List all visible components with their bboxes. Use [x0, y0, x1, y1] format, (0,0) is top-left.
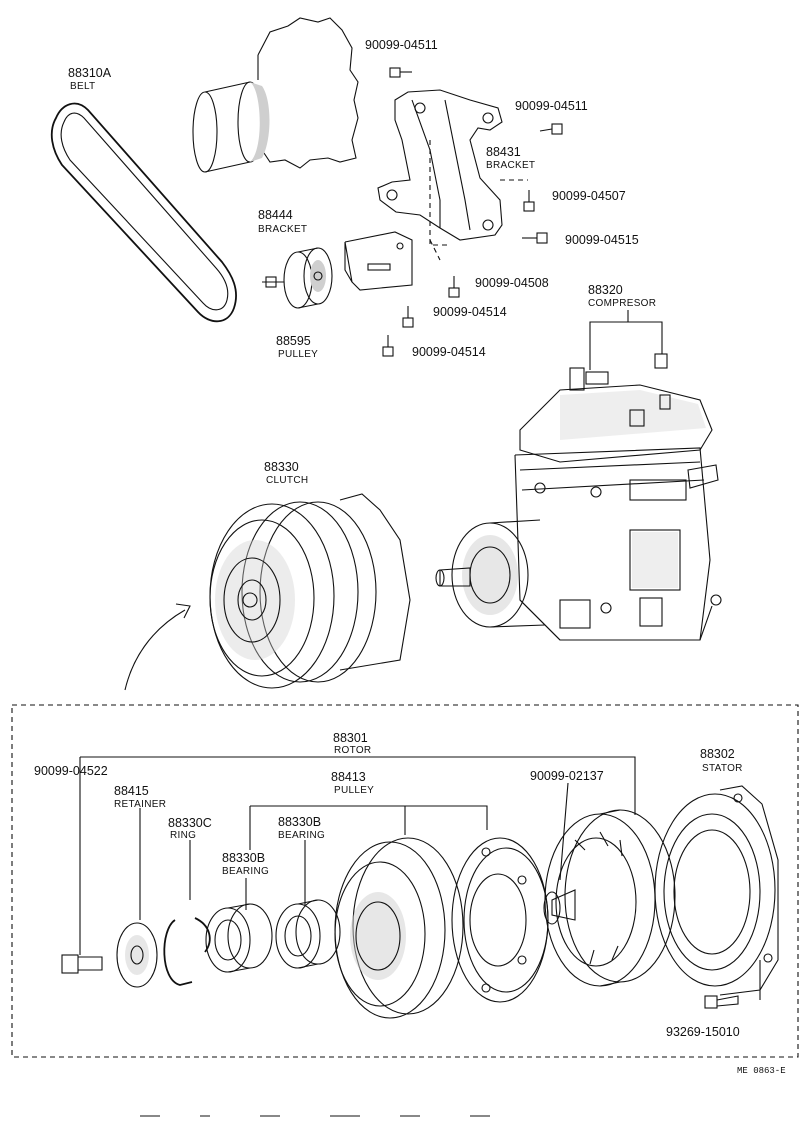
bolt-icon-g: [382, 335, 394, 357]
bracket-small-part-name: BRACKET: [258, 224, 307, 235]
stator-88302: [654, 785, 779, 996]
bracket-small-part-no: 88444: [258, 208, 293, 222]
retainer-part-name: RETAINER: [114, 799, 166, 810]
bolt-c-label: 90099-04507: [552, 189, 626, 203]
bolt-g-label: 90099-04514: [412, 345, 486, 359]
engine-block-outline: [257, 17, 359, 169]
bearing-a-part-name: BEARING: [278, 830, 325, 841]
bolt-icon-c: [523, 190, 535, 212]
compressor-part-name: COMPRESOR: [588, 298, 656, 309]
retainer-part-no: 88415: [114, 784, 149, 798]
bracket-top-part-no: 88431: [486, 145, 521, 159]
bolt-d-label: 90099-04515: [565, 233, 639, 247]
arrow-icon: [124, 603, 191, 691]
bracket-88431: [377, 89, 528, 261]
stator-part-name: STATOR: [702, 763, 743, 774]
drawing-code: ME 0863-E: [737, 1066, 786, 1076]
bolt-b-label: 90099-04511: [515, 99, 588, 113]
belt-part-name: BELT: [70, 81, 95, 92]
bolt-icon-b: [539, 123, 563, 135]
rotor-part-no: 88301: [333, 731, 368, 745]
pulley-low-part-name: PULLEY: [334, 785, 374, 796]
bearing-a: [205, 903, 273, 973]
pulley-low-part-no: 88413: [331, 770, 366, 784]
bracket-top-part-name: BRACKET: [486, 160, 535, 171]
pulley-top-part-no: 88595: [276, 334, 311, 348]
bolt-i-label: 90099-02137: [530, 769, 604, 783]
crank-pulley: [192, 81, 270, 173]
bearing-b-part-no: 88330B: [222, 851, 265, 865]
bolt-icon-f: [402, 306, 414, 328]
ring-part-no: 88330C: [168, 816, 212, 830]
bracket-88444: [344, 231, 413, 291]
exploded-view-box: [11, 704, 799, 1058]
rotor-part-name: ROTOR: [334, 745, 371, 756]
clutch-88330: [209, 493, 411, 689]
bolt-f-label: 90099-04514: [433, 305, 507, 319]
bolt-e-label: 90099-04508: [475, 276, 549, 290]
ring-part-name: RING: [170, 830, 196, 841]
pulley-top-part-name: PULLEY: [278, 349, 318, 360]
leader-lines: [79, 756, 761, 1000]
bolt-icon-j: [704, 995, 739, 1009]
bearing-a-part-no: 88330B: [278, 815, 321, 829]
compressor-88320: [435, 353, 722, 641]
rotor-plate: [451, 837, 549, 1003]
compressor-part-no: 88320: [588, 283, 623, 297]
rotor-88301: [543, 809, 676, 987]
bolt-icon-h: [61, 954, 103, 974]
bolt-h-label: 90099-04522: [34, 764, 108, 778]
bolt-a-label: 90099-04511: [365, 38, 438, 52]
bolt-icon-d: [522, 232, 548, 244]
bolt-j-label: 93269-15010: [666, 1025, 740, 1039]
idler-pulley-88595: [262, 247, 333, 309]
bolt-icon-e: [448, 276, 460, 298]
ring-88330c: [163, 917, 211, 986]
belt: [50, 102, 237, 323]
bearing-b-part-name: BEARING: [222, 866, 269, 877]
retainer-88415: [116, 922, 158, 988]
stator-part-no: 88302: [700, 747, 735, 761]
pulley-88413: [334, 837, 464, 1019]
clutch-part-no: 88330: [264, 460, 299, 474]
bearing-b: [275, 899, 341, 969]
bolt-icon-a: [389, 67, 412, 78]
belt-part-no: 88310A: [68, 66, 112, 80]
clutch-part-name: CLUTCH: [266, 475, 308, 486]
